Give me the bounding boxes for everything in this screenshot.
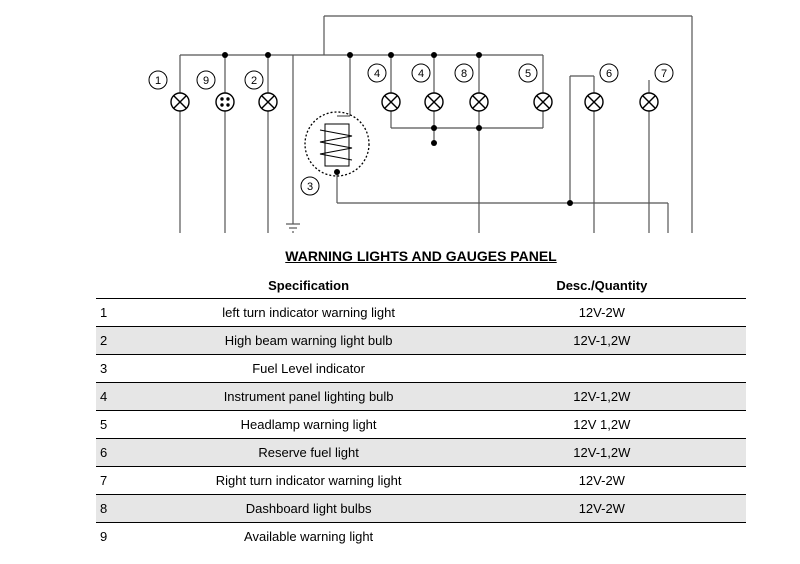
header-spec: Specification (159, 272, 458, 299)
spec-table: Specification Desc./Quantity 1 left turn… (96, 272, 746, 550)
table-row: 4 Instrument panel lighting bulb 12V-1,2… (96, 382, 746, 411)
label-panel-a: 4 (374, 68, 380, 80)
lamp-high-beam (258, 92, 278, 112)
label-right-turn: 7 (661, 68, 667, 80)
row-desc: 12V-1,2W (457, 326, 746, 355)
table-row: 1 left turn indicator warning light 12V-… (96, 298, 746, 327)
row-spec: Available warning light (244, 529, 374, 544)
header-desc: Desc./Quantity (457, 272, 746, 299)
row-desc: 12V-1,2W (457, 382, 746, 411)
panel-title: WARNING LIGHTS AND GAUGES PANEL (285, 248, 557, 264)
label-high-beam: 2 (251, 75, 257, 87)
table-header-row: Specification Desc./Quantity (96, 272, 746, 299)
table-row: 2 High beam warning light bulb 12V-1,2W (96, 326, 746, 355)
row-desc: 12V-2W (457, 494, 746, 523)
row-num: 9 (100, 529, 108, 544)
row-desc: 12V-1,2W (457, 438, 746, 467)
wiring-diagram: 1 9 2 3 4 4 8 5 6 7 (148, 15, 693, 233)
row-spec: Right turn indicator warning light (159, 466, 458, 495)
row-num: 3 (96, 354, 160, 383)
row-desc: 12V-2W (457, 466, 746, 495)
row-num: 8 (96, 494, 160, 523)
lamp-left-turn (170, 92, 190, 112)
row-desc: 12V-2W (457, 298, 746, 327)
lamp-panel-a (381, 92, 401, 112)
row-spec: Dashboard light bulbs (159, 494, 458, 523)
row-desc (458, 523, 746, 551)
row-num: 5 (96, 410, 160, 439)
label-fuel-gauge: 3 (307, 181, 313, 193)
header-num (96, 272, 160, 299)
table-row: 7 Right turn indicator warning light 12V… (96, 466, 746, 495)
row-num: 6 (96, 438, 160, 467)
row-spec: Instrument panel lighting bulb (159, 382, 458, 411)
table-row: 9 Available warning light (96, 523, 746, 551)
table-row: 6 Reserve fuel light 12V-1,2W (96, 438, 746, 467)
table-row: 5 Headlamp warning light 12V 1,2W (96, 410, 746, 439)
row-spec: left turn indicator warning light (159, 298, 458, 327)
lamp-panel-b (424, 92, 444, 112)
label-reserve: 6 (606, 68, 612, 80)
row-num: 7 (96, 466, 160, 495)
label-headlamp: 5 (525, 68, 531, 80)
lamp-available (215, 92, 235, 112)
label-panel-b: 4 (418, 68, 424, 80)
row-spec: Reserve fuel light (159, 438, 458, 467)
row-desc (457, 354, 746, 383)
row-spec: Headlamp warning light (159, 410, 458, 439)
row-num: 1 (96, 298, 160, 327)
fuel-gauge-symbol (304, 111, 370, 177)
label-available: 9 (203, 75, 209, 87)
label-dashboard: 8 (461, 68, 467, 80)
row-desc: 12V 1,2W (457, 410, 746, 439)
lamp-headlamp (533, 92, 553, 112)
lamp-reserve (584, 92, 604, 112)
row-spec: Fuel Level indicator (159, 354, 458, 383)
table-row: 8 Dashboard light bulbs 12V-2W (96, 494, 746, 523)
table-row: 3 Fuel Level indicator (96, 354, 746, 383)
lamp-dashboard (469, 92, 489, 112)
lamp-right-turn (639, 92, 659, 112)
row-spec: High beam warning light bulb (159, 326, 458, 355)
row-num: 4 (96, 382, 160, 411)
label-left-turn: 1 (155, 75, 161, 87)
row-num: 2 (96, 326, 160, 355)
